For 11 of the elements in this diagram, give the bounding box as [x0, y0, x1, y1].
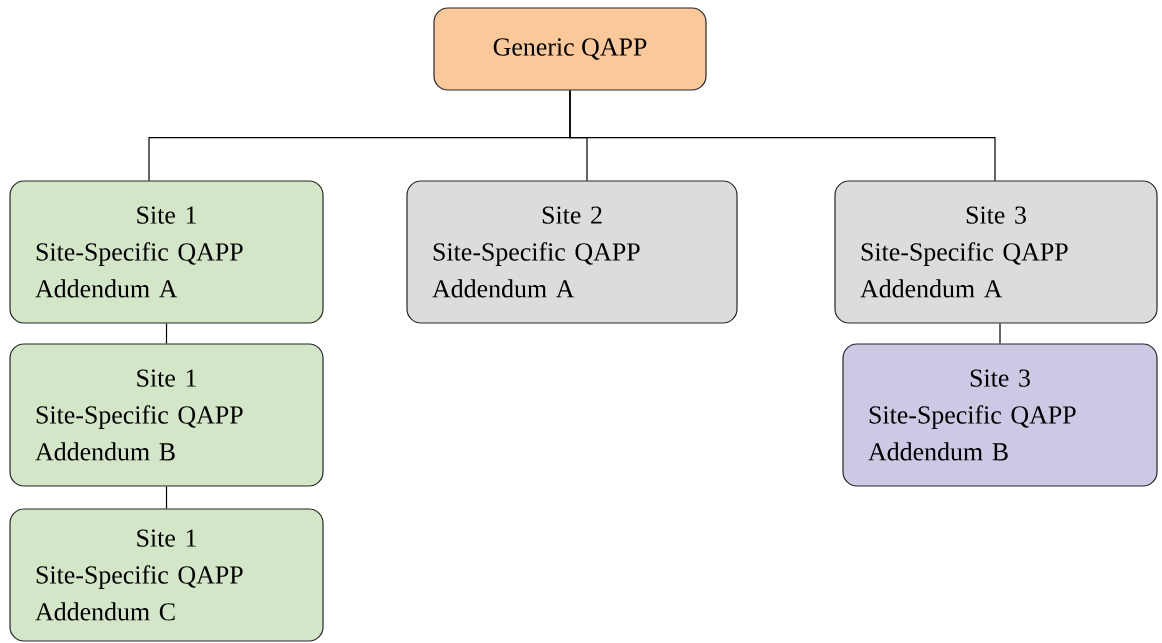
- document-box: Generic QAPP: [433, 7, 707, 91]
- connector-line: [165, 323, 168, 344]
- addendum-box: Site 3 Site-Specific QAPP Addendum A: [834, 180, 1158, 324]
- addendum-box: Site 1 Site-Specific QAPP Addendum B: [9, 343, 324, 487]
- addendum-box: Site 1 Site-Specific QAPP Addendum A: [9, 180, 324, 324]
- addendum-box: Site 2 Site-Specific QAPP Addendum A: [406, 180, 738, 324]
- addendum-box: Site 1 Site-Specific QAPP Addendum C: [9, 508, 324, 642]
- connector-line: [569, 90, 996, 181]
- connector-line: [999, 323, 1001, 344]
- connector-line: [165, 486, 168, 509]
- addendum-box: Site 3 Site-Specific QAPP Addendum B: [842, 343, 1158, 487]
